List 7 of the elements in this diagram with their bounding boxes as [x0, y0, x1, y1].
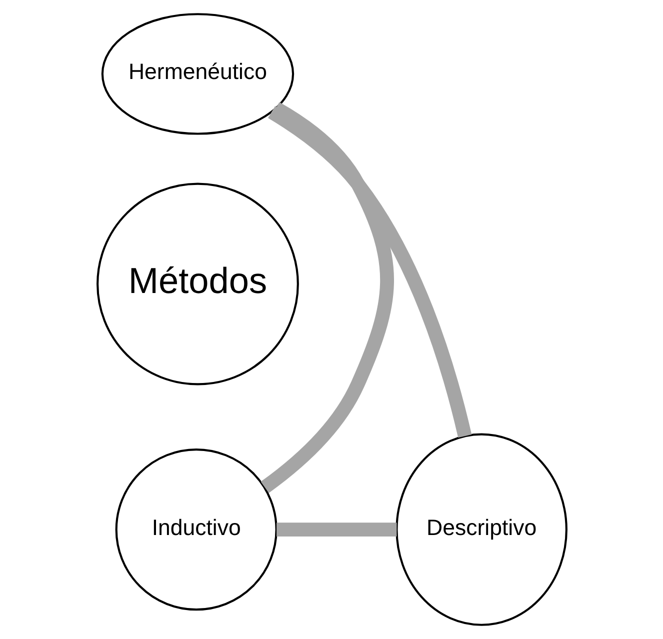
connector	[267, 106, 472, 438]
node-circle: Métodos	[96, 182, 298, 386]
node-circle: Inductivo	[114, 448, 277, 611]
connector	[260, 102, 394, 493]
connector	[276, 522, 396, 537]
node-ellipse: Descriptivo	[395, 433, 567, 626]
node-ellipse: Hermenéutico	[100, 13, 294, 135]
